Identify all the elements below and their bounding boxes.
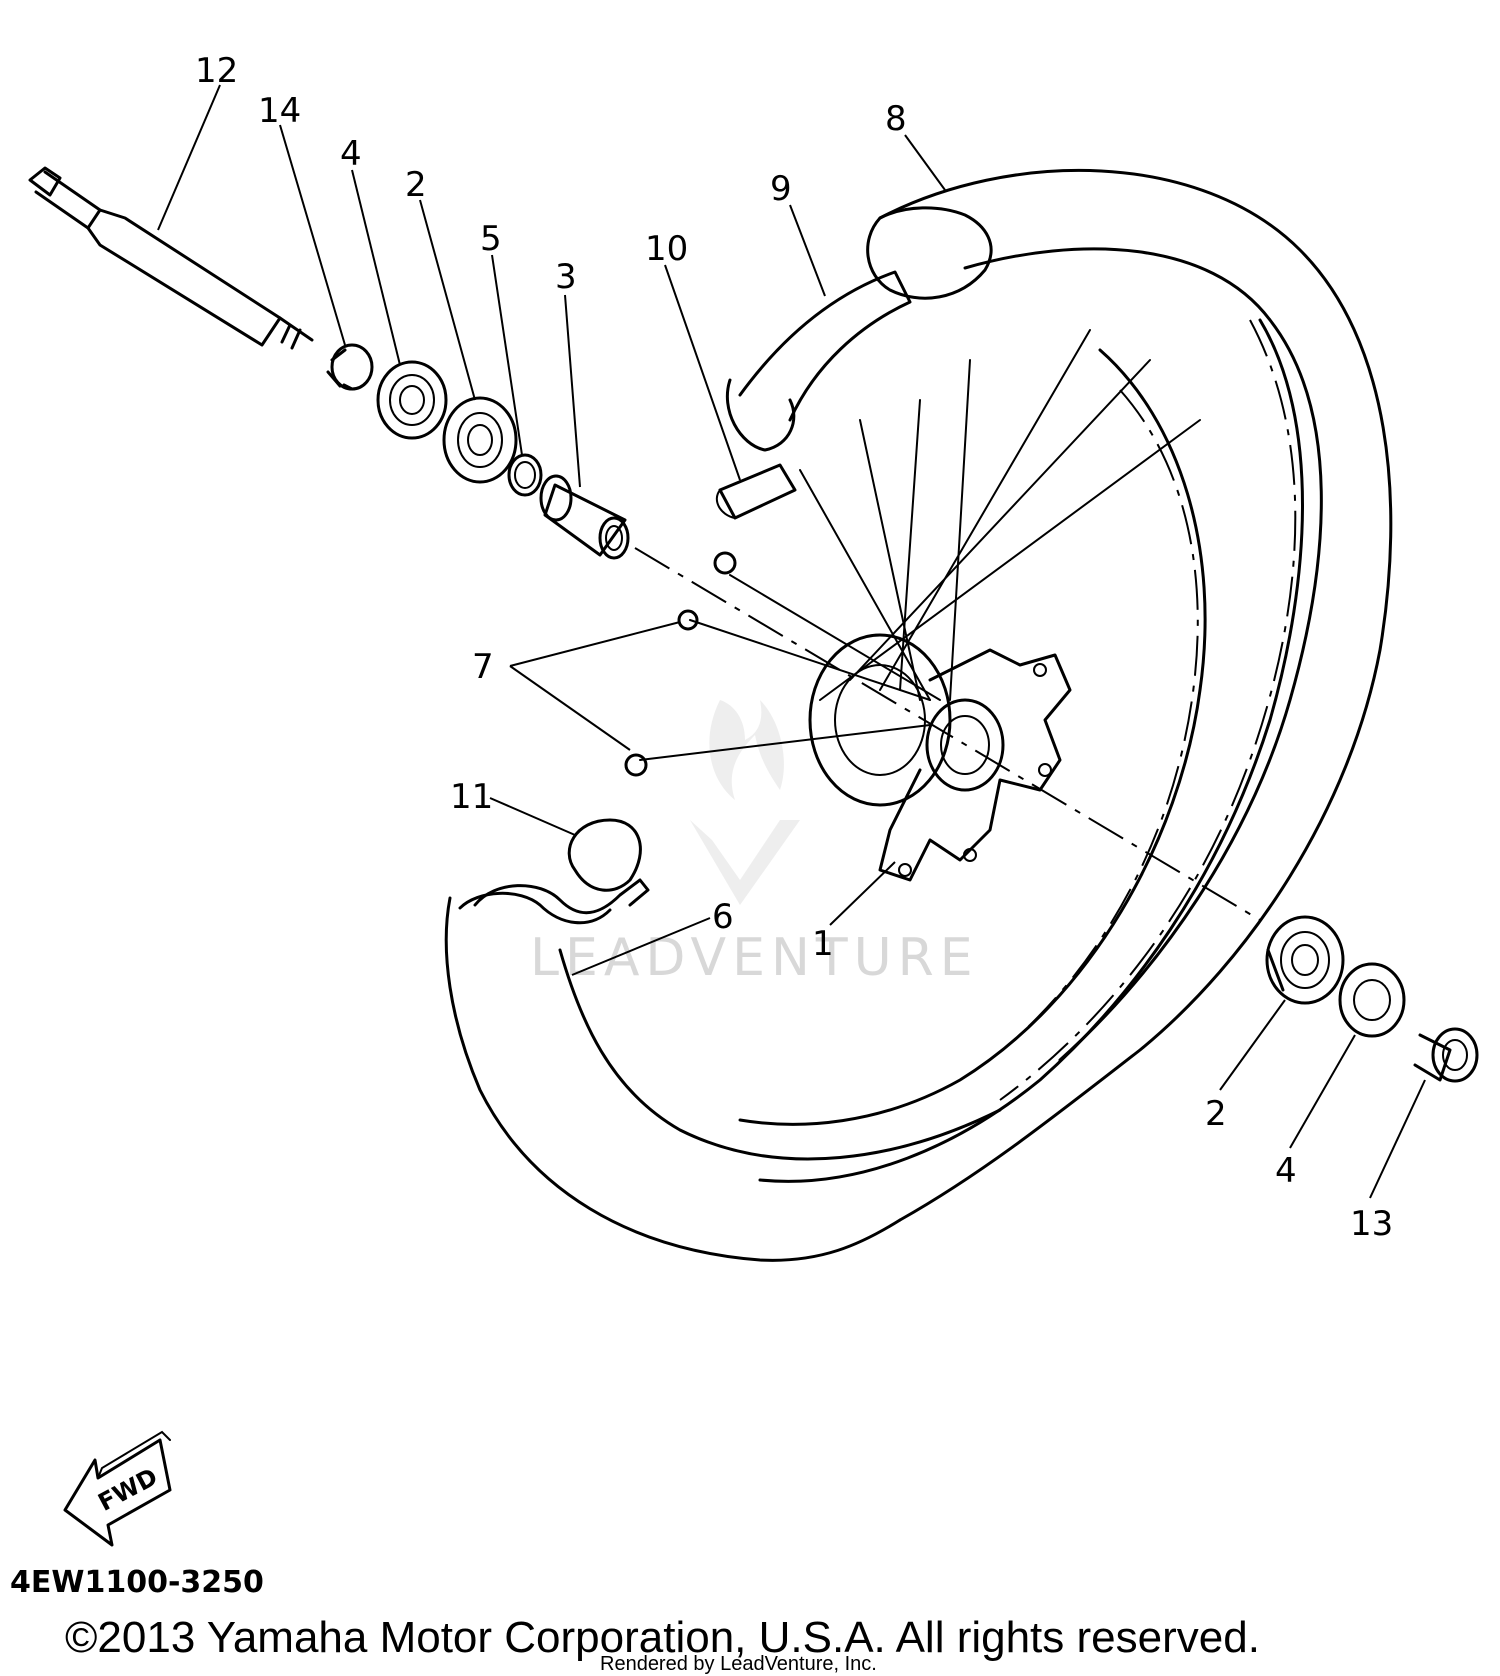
callout-8: 8	[885, 99, 907, 139]
copyright-text: ©2013 Yamaha Motor Corporation, U.S.A. A…	[65, 1613, 1260, 1662]
tube-part-9	[725, 270, 1304, 1183]
watermark-text: LEADVENTURE	[530, 928, 979, 988]
callout-14: 14	[258, 91, 301, 131]
bearing-part-2-left	[442, 396, 518, 484]
axle-center-line	[634, 547, 1261, 921]
valve-part-10	[715, 463, 797, 520]
spacer-part-3	[539, 474, 630, 560]
callout-9: 9	[770, 169, 792, 209]
callout-4-left: 4	[340, 134, 362, 174]
diagram-code: 4EW1100-3250	[10, 1565, 264, 1600]
callout-12: 12	[195, 51, 238, 91]
hub-part-1	[808, 633, 1072, 882]
collar-part-14	[326, 343, 374, 391]
rim-band-part-11	[458, 818, 650, 925]
oil-seal-part-4-right	[1338, 962, 1406, 1038]
rendered-by-text: Rendered by LeadVenture, Inc.	[600, 1653, 877, 1675]
rim-and-spokes	[624, 319, 1297, 1126]
circlip-part-5	[507, 453, 543, 497]
callout-4-right: 4	[1275, 1151, 1297, 1191]
callout-2-right: 2	[1205, 1094, 1227, 1134]
callout-10: 10	[645, 229, 688, 269]
leader-lines	[157, 84, 1426, 1199]
tire-part-8	[444, 168, 1393, 1262]
callout-13: 13	[1350, 1204, 1393, 1244]
leadventure-watermark: LEADVENTURE	[530, 700, 979, 988]
fwd-arrow-icon: FWD	[63, 1430, 172, 1547]
callout-3: 3	[555, 257, 577, 297]
oil-seal-part-4-left	[376, 360, 448, 440]
collar-part-13	[1413, 1027, 1479, 1083]
fwd-label: FWD	[94, 1463, 163, 1517]
callout-5: 5	[480, 219, 502, 259]
axle-part-12	[28, 166, 314, 350]
bearing-part-2-right	[1265, 915, 1345, 1005]
callout-labels: 12 14 4 2 5 3 10 9 8 7 11 6 1 2 4 13	[195, 51, 1393, 1244]
callout-6: 6	[712, 897, 734, 937]
callout-1: 1	[812, 924, 834, 964]
callout-2-left: 2	[405, 165, 427, 205]
callout-11: 11	[450, 777, 493, 817]
callout-7: 7	[472, 647, 494, 687]
